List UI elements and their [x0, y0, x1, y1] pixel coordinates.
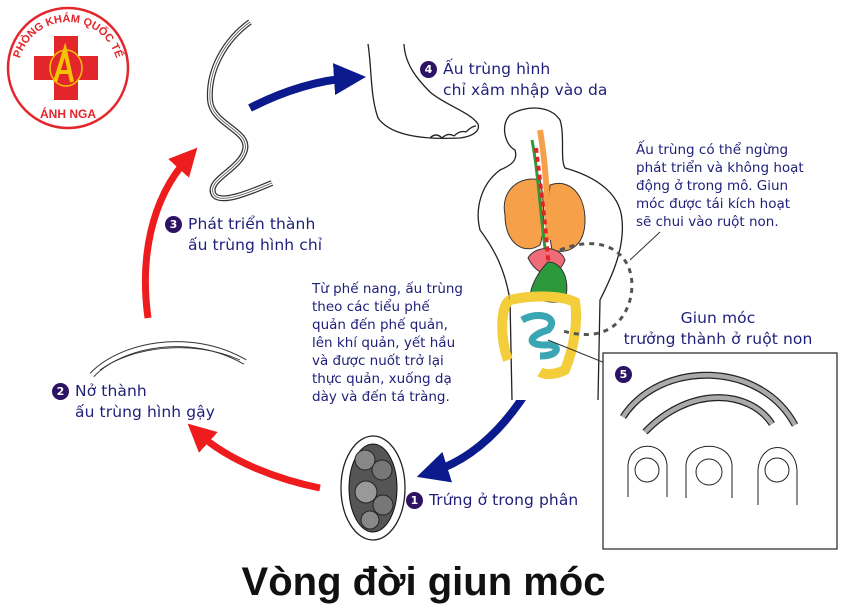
mouthpart-illustrations — [627, 445, 798, 505]
adult-worm-panel — [602, 352, 838, 550]
step-2-badge: 2 — [52, 383, 69, 400]
note-line: lên khí quản, yết hầu — [312, 335, 456, 351]
note-line: theo các tiểu phế — [312, 299, 430, 315]
clinic-logo — [6, 6, 130, 130]
step-2-text-line-1: Nở thành — [75, 382, 147, 400]
step-3-text-line-2: ấu trùng hình chỉ — [188, 236, 323, 254]
note-line: phát triển và không hoạt — [636, 160, 804, 176]
step-4-label: 4 Ấu trùng hình chỉ xâm nhập vào da — [420, 59, 608, 101]
step-2-text-line-2: ấu trùng hình gậy — [75, 403, 216, 421]
cross-icon — [34, 36, 98, 100]
step-5-text-line-1: Giun móc — [680, 309, 756, 327]
arrow-2-to-3 — [141, 147, 198, 319]
large-intestine — [497, 291, 582, 380]
foot-illustration — [367, 43, 480, 140]
note-line: dày và đến tá tràng. — [312, 389, 450, 405]
egg-illustration — [340, 435, 406, 541]
human-body-illustration — [477, 107, 661, 401]
small-intestine — [520, 312, 560, 360]
logo-letter-icon — [53, 42, 74, 83]
rhabditiform-larva-illustration — [89, 341, 247, 378]
step-1-text: Trứng ở trong phân — [429, 491, 579, 509]
esophagus — [530, 139, 547, 249]
step-4-badge: 4 — [420, 61, 437, 78]
arrow-1-to-2 — [187, 423, 321, 492]
dormant-pointer — [629, 231, 661, 261]
step-5-badge-wrap: 5 — [615, 364, 638, 383]
dormant-larva-note: Ấu trùng có thể ngừng phát triển và khôn… — [636, 141, 804, 231]
step-5-label: Giun móc trưởng thành ở ruột non — [607, 308, 829, 350]
trachea — [537, 129, 551, 241]
adult-pointer — [547, 339, 611, 366]
step-3-badge: 3 — [165, 216, 182, 233]
note-line: Ấu trùng có thể ngừng — [636, 142, 789, 158]
step-3-label: 3 Phát triển thành ấu trùng hình chỉ — [165, 214, 322, 256]
note-line: và được nuốt trở lại — [312, 353, 444, 369]
step-5-badge: 5 — [615, 366, 632, 383]
logo-top-text: PHÒNG KHÁM QUỐC TẾ — [11, 12, 125, 60]
dormant-loop — [559, 242, 634, 337]
note-line: thực quản, xuống dạ — [312, 371, 452, 387]
arrow-3-to-4 — [248, 63, 366, 112]
note-line: móc được tái kích hoạt — [636, 196, 791, 212]
note-line: động ở trong mô. Giun — [636, 178, 789, 194]
step-4-text-line-2: chỉ xâm nhập vào da — [443, 81, 608, 99]
step-5-text-line-2: trưởng thành ở ruột non — [623, 330, 813, 348]
step-4-text-line-1: Ấu trùng hình — [443, 60, 551, 78]
page-title: Vòng đời giun móc — [241, 560, 606, 604]
filariform-larva-illustration — [206, 19, 274, 202]
adult-worm-illustration — [620, 371, 799, 435]
note-line: quản đến phế quản, — [312, 317, 448, 333]
logo-bottom-text: ÁNH NGA — [40, 106, 96, 121]
step-1-label: 1 Trứng ở trong phân — [406, 490, 578, 511]
step-2-label: 2 Nở thành ấu trùng hình gậy — [52, 381, 215, 423]
logo-text: PHÒNG KHÁM QUỐC TẾ ÁNH NGA — [11, 12, 125, 121]
step-3-text-line-1: Phát triển thành — [188, 215, 316, 233]
lung-migration-note: Từ phế nang, ấu trùng theo các tiểu phế … — [312, 280, 463, 406]
note-line: sẽ chui vào ruột non. — [636, 214, 779, 230]
step-1-badge: 1 — [406, 492, 423, 509]
note-line: Từ phế nang, ấu trùng — [312, 281, 463, 297]
